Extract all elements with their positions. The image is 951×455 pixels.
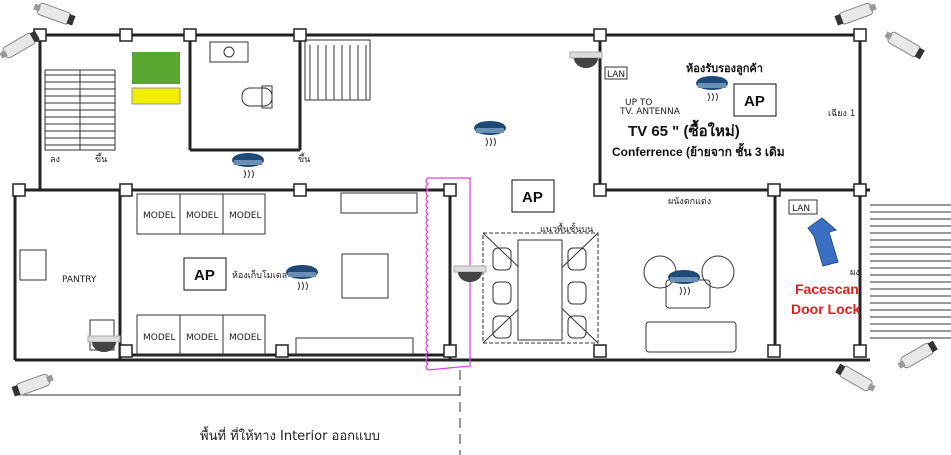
tv-label: TV 65 " (ซื้อใหม่): [628, 119, 740, 140]
bullet-camera-icon: [0, 30, 40, 59]
model-label: MODEL: [229, 211, 261, 221]
stairs-right: [870, 204, 951, 339]
interior-note: พื้นที่ ที่ให้ทาง Interior ออกแบบ: [200, 426, 380, 444]
conference-table: [482, 232, 599, 344]
lan-label: LAN: [607, 70, 625, 80]
door-lock-label: Door Lock: [791, 301, 860, 317]
pink-boundary: [425, 177, 471, 371]
bullet-camera-icon: [11, 373, 54, 397]
dome-camera-icon: [87, 335, 121, 352]
antenna-label: TV. ANTENNA: [619, 107, 681, 117]
facescan-label: Facescan: [795, 281, 859, 297]
conference-label: Conferrence (ย้ายจาก ชั้น 3 เดิม: [612, 142, 785, 159]
entrance-note: ผง: [850, 268, 860, 278]
up-to-label: UP TO: [625, 98, 652, 108]
stairs-down-label: ลง: [50, 155, 60, 165]
dome-camera-icon: [453, 265, 487, 282]
bullet-camera-icon: [33, 2, 76, 26]
model-label: MODEL: [143, 333, 175, 343]
bullet-camera-icon: [834, 2, 877, 26]
stairs-up-label: ขึ้น: [95, 152, 107, 165]
upper-floor-line-label: แนวพื้นชั้นบน: [540, 222, 593, 235]
smoke-detector-icon: [474, 121, 506, 147]
model-room-label: ห้องเก็บโมเดล: [232, 268, 287, 281]
stairs-mid: [304, 39, 371, 101]
dome-camera-icon: [569, 51, 603, 68]
entrance-lan-label: LAN: [792, 204, 810, 214]
model-label: MODEL: [186, 211, 218, 221]
bathroom: [209, 41, 273, 109]
model-label: MODEL: [229, 333, 261, 343]
bullet-camera-icon: [835, 363, 876, 392]
ap-label: AP: [744, 93, 765, 110]
smoke-detector-icon: [286, 265, 318, 291]
access-point: AP: [183, 257, 227, 291]
reception-title: ห้องรับรองลูกค้า: [686, 62, 763, 76]
decor-wall-label: ผนังตกแต่ง: [668, 197, 711, 207]
model-room-furniture: [19, 192, 418, 356]
access-point: AP: [733, 83, 777, 117]
ap-label: AP: [194, 267, 215, 284]
bullet-camera-icon: [884, 31, 925, 60]
columns: [12, 28, 867, 358]
stairs-up-mid-label: ขึ้น: [298, 152, 310, 165]
access-point: AP: [511, 179, 555, 213]
smoke-detector-icon: [696, 76, 728, 102]
walls: [13, 33, 870, 455]
ap-label: AP: [522, 189, 543, 206]
smoke-detector-icon: [668, 270, 700, 296]
model-label: MODEL: [143, 211, 175, 221]
green-marker: [132, 52, 180, 84]
smoke-detector-icon: [232, 153, 264, 179]
bullet-camera-icon: [897, 340, 938, 369]
stairs-left: [44, 69, 116, 151]
lounge-furniture: [643, 255, 737, 353]
yellow-marker: [131, 87, 181, 105]
model-label: MODEL: [186, 333, 218, 343]
pantry-label: PANTRY: [62, 275, 97, 285]
side-note: เฉียง 1: [828, 108, 855, 119]
arrow-icon: [807, 217, 839, 267]
